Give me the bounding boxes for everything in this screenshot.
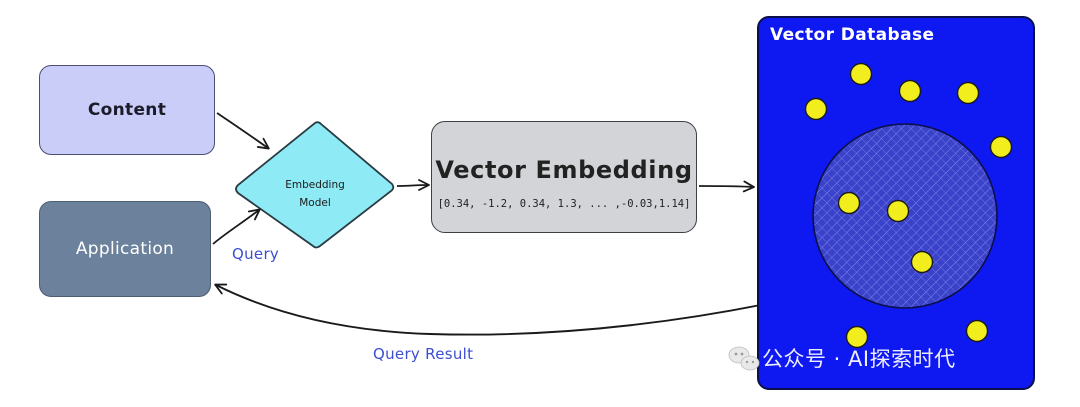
vector-point [804,97,828,121]
application-node: Application [39,201,211,297]
vector-point [849,62,873,86]
vector-point [886,199,910,223]
query-edge-label: Query [232,245,280,263]
vector-embedding-title: Vector Embedding [435,156,693,184]
query-result-edge-label: Query Result [373,345,474,363]
vector-point [989,135,1013,159]
arrow-database-to-application [214,283,843,336]
vector-point [898,79,922,103]
content-node: Content [39,65,215,155]
vector-embedding-node: Vector Embedding [0.34, -1.2, 0.34, 1.3,… [431,121,697,233]
vector-point [845,325,869,349]
embedding-model-label-line1: Embedding [285,179,345,191]
content-label: Content [87,100,167,120]
vector-point [910,250,934,274]
embedding-model-label-line2: Model [299,197,331,209]
vector-points [804,62,1013,349]
arrow-content-to-model [216,112,270,150]
arrow-embedding-to-database [698,180,755,193]
embedding-model-label: Embedding Model [236,176,394,212]
watermark-text: 公众号 · AI探索时代 [762,347,956,371]
application-label: Application [75,239,175,259]
wechat-icon [728,346,760,371]
vector-point [956,81,980,105]
vector-point [837,191,861,215]
arrow-application-to-model [212,208,261,245]
vector-embedding-values: [0.34, -1.2, 0.34, 1.3, ... ,-0.03,1.14] [437,198,691,210]
embedding-model-diamond [235,121,395,249]
vector-point [965,319,989,343]
arrow-model-to-embedding [396,179,430,191]
vector-database-label: Vector Database [770,25,935,45]
